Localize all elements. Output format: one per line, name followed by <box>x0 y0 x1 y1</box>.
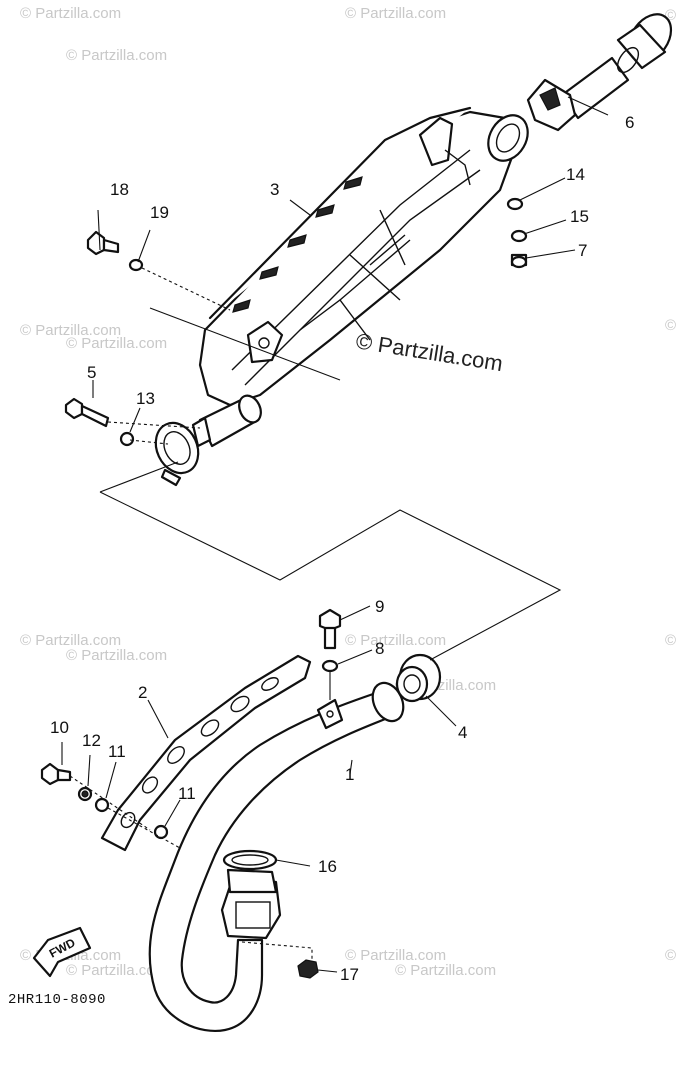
watermark: © Partzilla.com <box>66 335 167 352</box>
exhaust-pipe <box>148 681 405 1033</box>
callout-5: 5 <box>87 363 96 382</box>
watermark: © <box>665 7 676 24</box>
watermark: © Partzilla.com <box>20 632 121 649</box>
callout-numbers: 1 2 3 4 5 6 7 8 9 10 11 11 12 13 14 15 1… <box>50 113 634 984</box>
watermark: © <box>665 317 676 334</box>
callout-13: 13 <box>136 389 155 408</box>
fwd-arrow-icon: FWD <box>32 926 92 978</box>
callout-4: 4 <box>458 723 467 742</box>
watermark: © Partzilla.com <box>66 47 167 64</box>
callout-6: 6 <box>625 113 634 132</box>
callout-17: 17 <box>340 965 359 984</box>
tailpipe <box>526 13 673 132</box>
callout-10: 10 <box>50 718 69 737</box>
watermark: © Partzilla.com <box>66 647 167 664</box>
callout-3: 3 <box>270 180 279 199</box>
callout-11b: 11 <box>178 784 196 803</box>
watermark: © Partzilla.com <box>345 632 446 649</box>
watermark: © Partzilla.com <box>345 5 446 22</box>
callout-11a: 11 <box>108 742 126 761</box>
callout-15: 15 <box>570 207 589 226</box>
callout-18: 18 <box>110 180 129 199</box>
leader-lines <box>61 96 609 973</box>
watermark: © Partzilla.com <box>20 322 121 339</box>
diagram-code: 2HR110-8090 <box>8 992 106 1008</box>
callout-9: 9 <box>375 597 384 616</box>
heat-protector <box>100 654 312 852</box>
watermark: © Partzilla.com <box>395 962 496 979</box>
callout-2: 2 <box>138 683 147 702</box>
callout-19: 19 <box>150 203 169 222</box>
watermark: © Partzilla.com <box>345 947 446 964</box>
callout-7: 7 <box>578 241 587 260</box>
watermark: © Partzilla.com <box>20 5 121 22</box>
gasket-4 <box>395 653 442 703</box>
callout-8: 8 <box>375 639 384 658</box>
watermark: © Partzilla.com <box>66 962 167 979</box>
callout-16: 16 <box>318 857 337 876</box>
callout-14: 14 <box>566 165 585 184</box>
fasteners <box>40 197 528 979</box>
muffler <box>154 106 529 487</box>
callout-12: 12 <box>82 731 101 750</box>
callout-1: 1 <box>345 765 354 784</box>
watermark-main: © Partzilla.com <box>354 328 504 376</box>
watermark: © <box>665 947 676 964</box>
watermark: © <box>665 632 676 649</box>
